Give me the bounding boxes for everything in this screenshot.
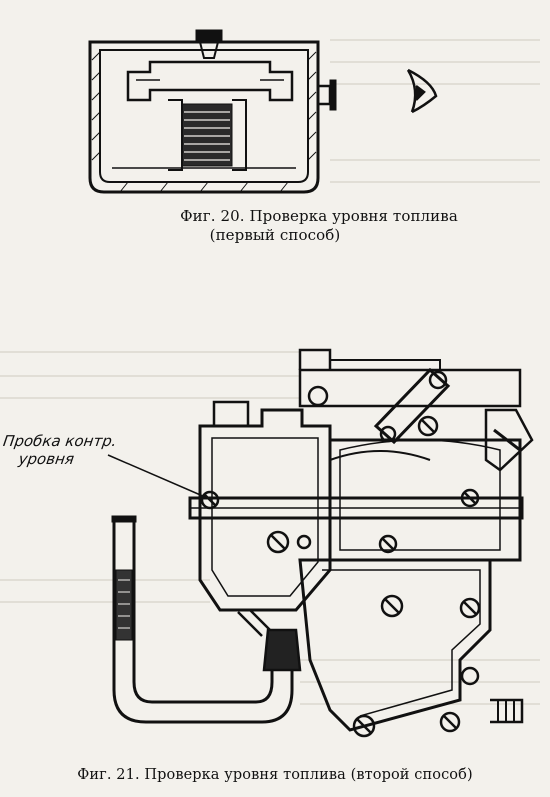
figure-20-drawing xyxy=(88,29,540,194)
callout-leader-line xyxy=(107,454,213,501)
callout-label-line2: уровня xyxy=(17,450,76,468)
figure-20-caption: Фиг. 20. Проверка уровня топлива (первый… xyxy=(0,207,550,245)
float-chamber xyxy=(88,29,337,194)
figure-21-caption: Фиг. 21. Проверка уровня топлива (второй… xyxy=(77,767,473,783)
control-plug-callout: Пробка контр. уровня xyxy=(0,432,118,468)
carburetor-body xyxy=(188,348,534,738)
eye-icon xyxy=(406,68,438,114)
figure-20-caption-subtitle: (первый способ) xyxy=(209,226,341,244)
figure-20-caption-title: Фиг. 20. Проверка уровня топлива xyxy=(180,207,458,225)
bleed-through-lines xyxy=(330,39,540,183)
callout-label-line1: Пробка контр. xyxy=(2,432,118,450)
bleed-through-lines xyxy=(0,351,540,705)
figure-21-drawing xyxy=(0,348,540,738)
level-check-tube xyxy=(111,515,302,724)
